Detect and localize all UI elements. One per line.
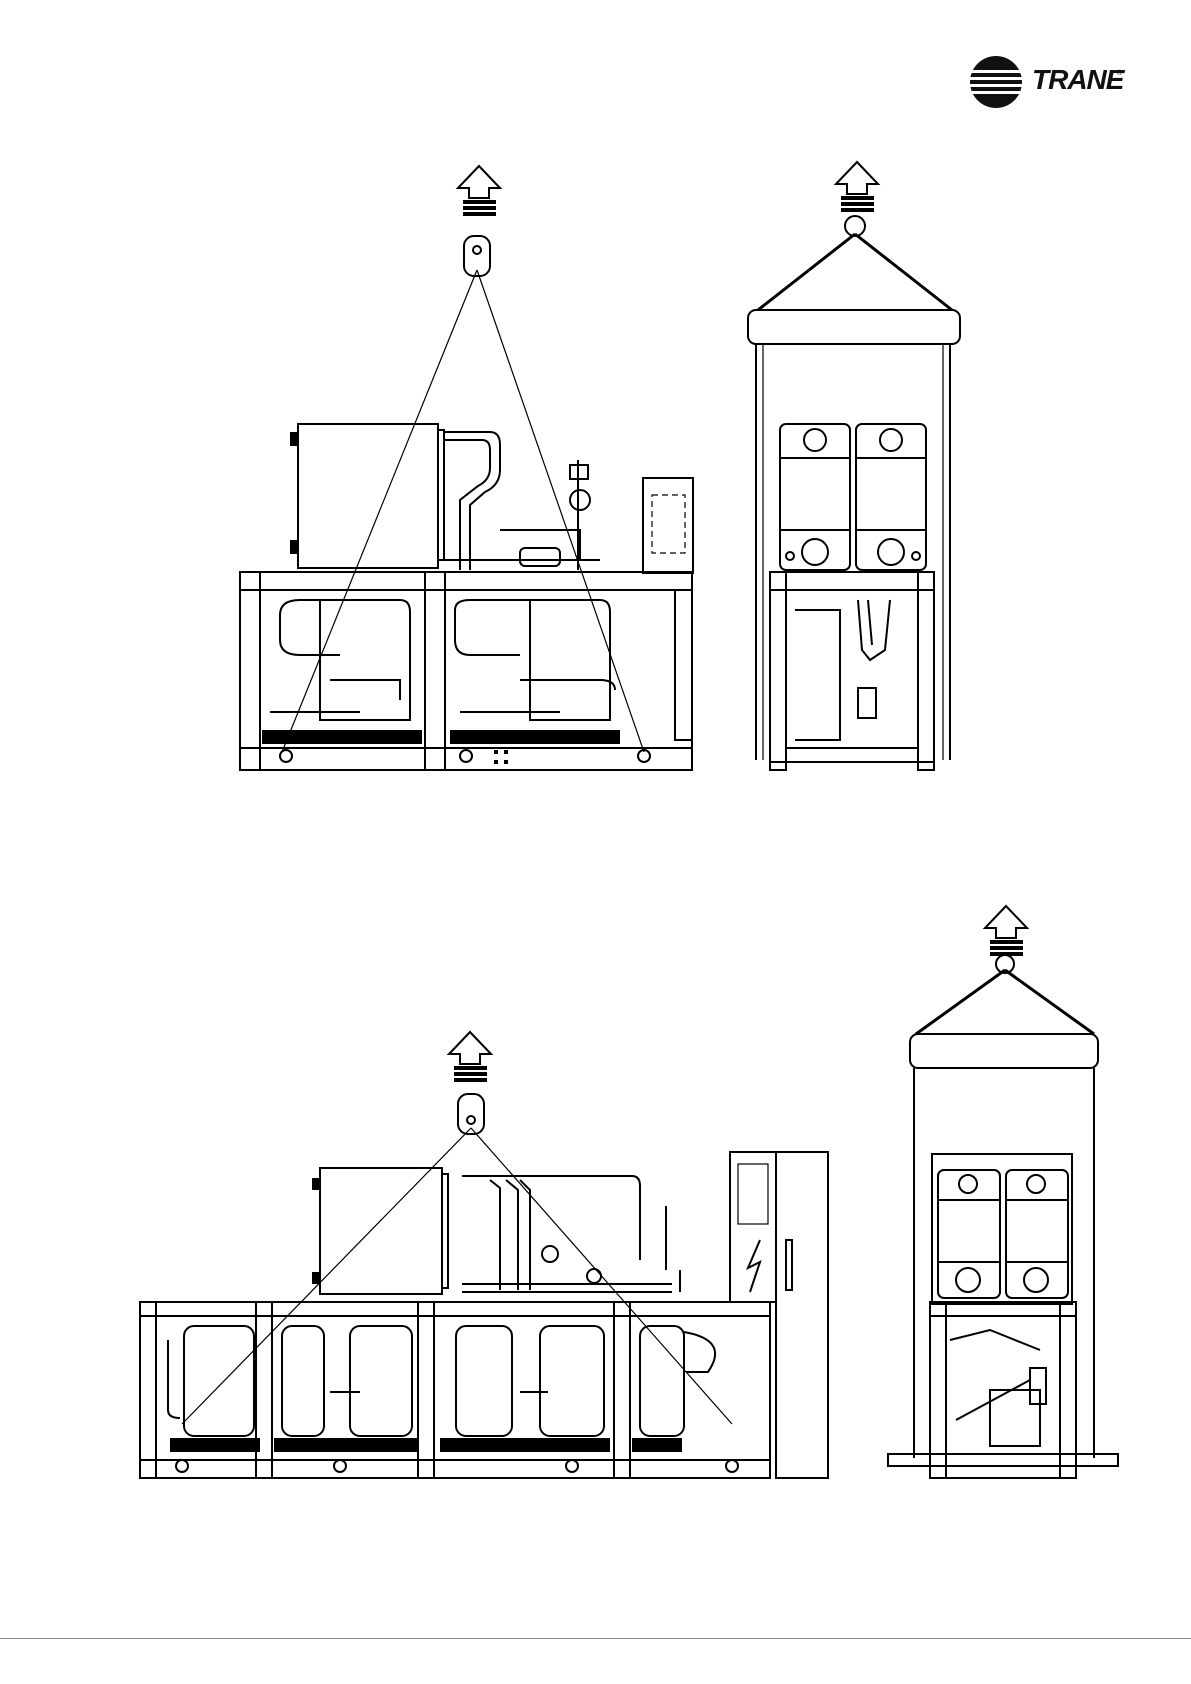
footer-rule <box>0 1638 1191 1639</box>
lift-arrow-icon <box>985 906 1027 956</box>
